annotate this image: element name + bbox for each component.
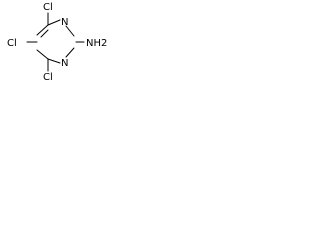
atom-cl-left: Cl — [7, 38, 17, 49]
bond-n3-c2 — [65, 25, 75, 37]
bond-c6-c5 — [36, 49, 49, 60]
bonds — [26, 12, 85, 72]
bond-c2-n1 — [65, 47, 75, 58]
atom-amine: NH2 — [86, 38, 107, 49]
molecule-structure: Cl Cl Cl N N NH2 — [7, 2, 107, 83]
atom-labels: Cl Cl Cl N N NH2 — [7, 2, 107, 83]
bond-n1-c6 — [47, 58, 61, 64]
bond-c5-c4 — [36, 24, 49, 36]
bond-c4-n3 — [47, 19, 61, 26]
atom-n-top: N — [61, 17, 68, 28]
atom-n-bottom: N — [61, 58, 68, 69]
bond-c5-c4-inner — [40, 29, 49, 38]
atom-cl-bottom: Cl — [43, 72, 53, 83]
atom-cl-top: Cl — [43, 2, 53, 13]
